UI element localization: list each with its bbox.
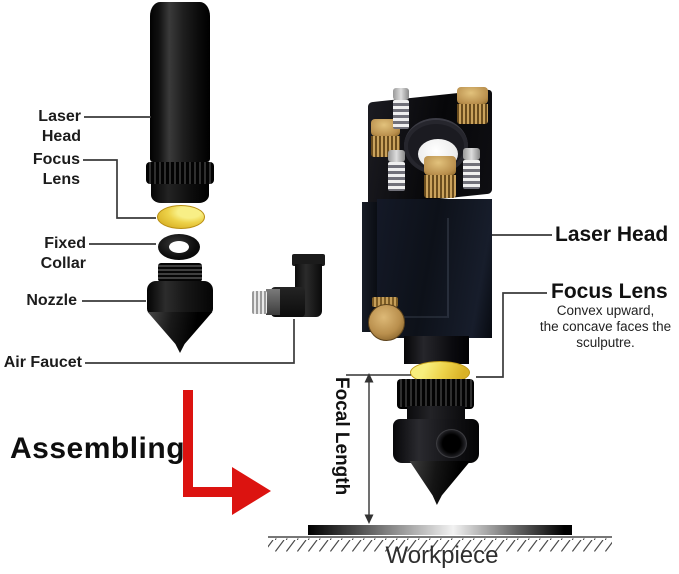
brass-screw-cap [457, 87, 488, 104]
air-inlet-hole [436, 429, 467, 458]
brass-thumb-screw-bottom-center [424, 156, 456, 198]
brass-screw-cap [371, 119, 400, 137]
workpiece-label: Workpiece [385, 542, 499, 569]
laser-head-tube [150, 2, 210, 162]
nozzle-threads [158, 263, 202, 282]
body-step-detail [383, 218, 449, 318]
air-faucet-fitting [250, 252, 330, 320]
spring-screw-top-left [393, 88, 409, 129]
oring-hole [169, 241, 189, 253]
silver-screw-cap [388, 150, 405, 163]
label-air-faucet: Air Faucet [3, 354, 82, 371]
silver-screw-spring [463, 160, 480, 189]
label-laser-head-right: Laser Head [555, 223, 669, 246]
silver-screw-spring [393, 100, 409, 129]
label-laser-head-left: Laser Head [38, 108, 81, 145]
brass-screw-knurl [457, 103, 488, 124]
adjust-knob-stem [372, 297, 398, 307]
lens-knurled-ring [397, 379, 474, 409]
focal-length-arrow-down-head [364, 514, 374, 524]
label-fixed-collar: Fixed Collar [40, 235, 86, 272]
nozzle-neck [407, 406, 465, 421]
tube-lower-collar [151, 184, 209, 203]
label-focus-lens-right: Focus Lens [551, 280, 668, 303]
spring-screw-bottom-left [388, 150, 405, 191]
nozzle-body [147, 281, 213, 314]
focus-lens-note: Convex upward, the concave faces the scu… [539, 303, 672, 350]
label-focus-lens-left: Focus Lens [32, 151, 80, 188]
label-nozzle: Nozzle [26, 292, 77, 309]
brass-screw-cap [424, 156, 456, 175]
fixed-collar-oring [158, 234, 200, 260]
focal-length-arrow-up-head [364, 373, 374, 383]
workpiece-bar [308, 525, 572, 535]
air-faucet-nut [266, 289, 280, 315]
air-faucet-top-cap [292, 254, 325, 266]
silver-screw-cap [463, 148, 480, 161]
spring-screw-bottom-right [463, 148, 480, 189]
lens-barrel [404, 336, 469, 364]
nozzle-cone [147, 312, 213, 353]
focus-lens-part [157, 205, 205, 229]
air-faucet-thread-nipple [252, 291, 267, 314]
nozzle-cone-installed [409, 461, 471, 505]
assembling-title: Assembling [10, 432, 186, 465]
tube-knurled-ring [146, 162, 214, 184]
focal-length-label: Focal Length [331, 377, 352, 496]
brass-thumb-screw-top-right [457, 87, 488, 124]
brass-thumb-screw-left [371, 119, 400, 157]
silver-screw-spring [388, 162, 405, 191]
silver-screw-cap [393, 88, 409, 101]
brass-adjust-knob [368, 304, 405, 341]
brass-screw-knurl [424, 174, 456, 198]
